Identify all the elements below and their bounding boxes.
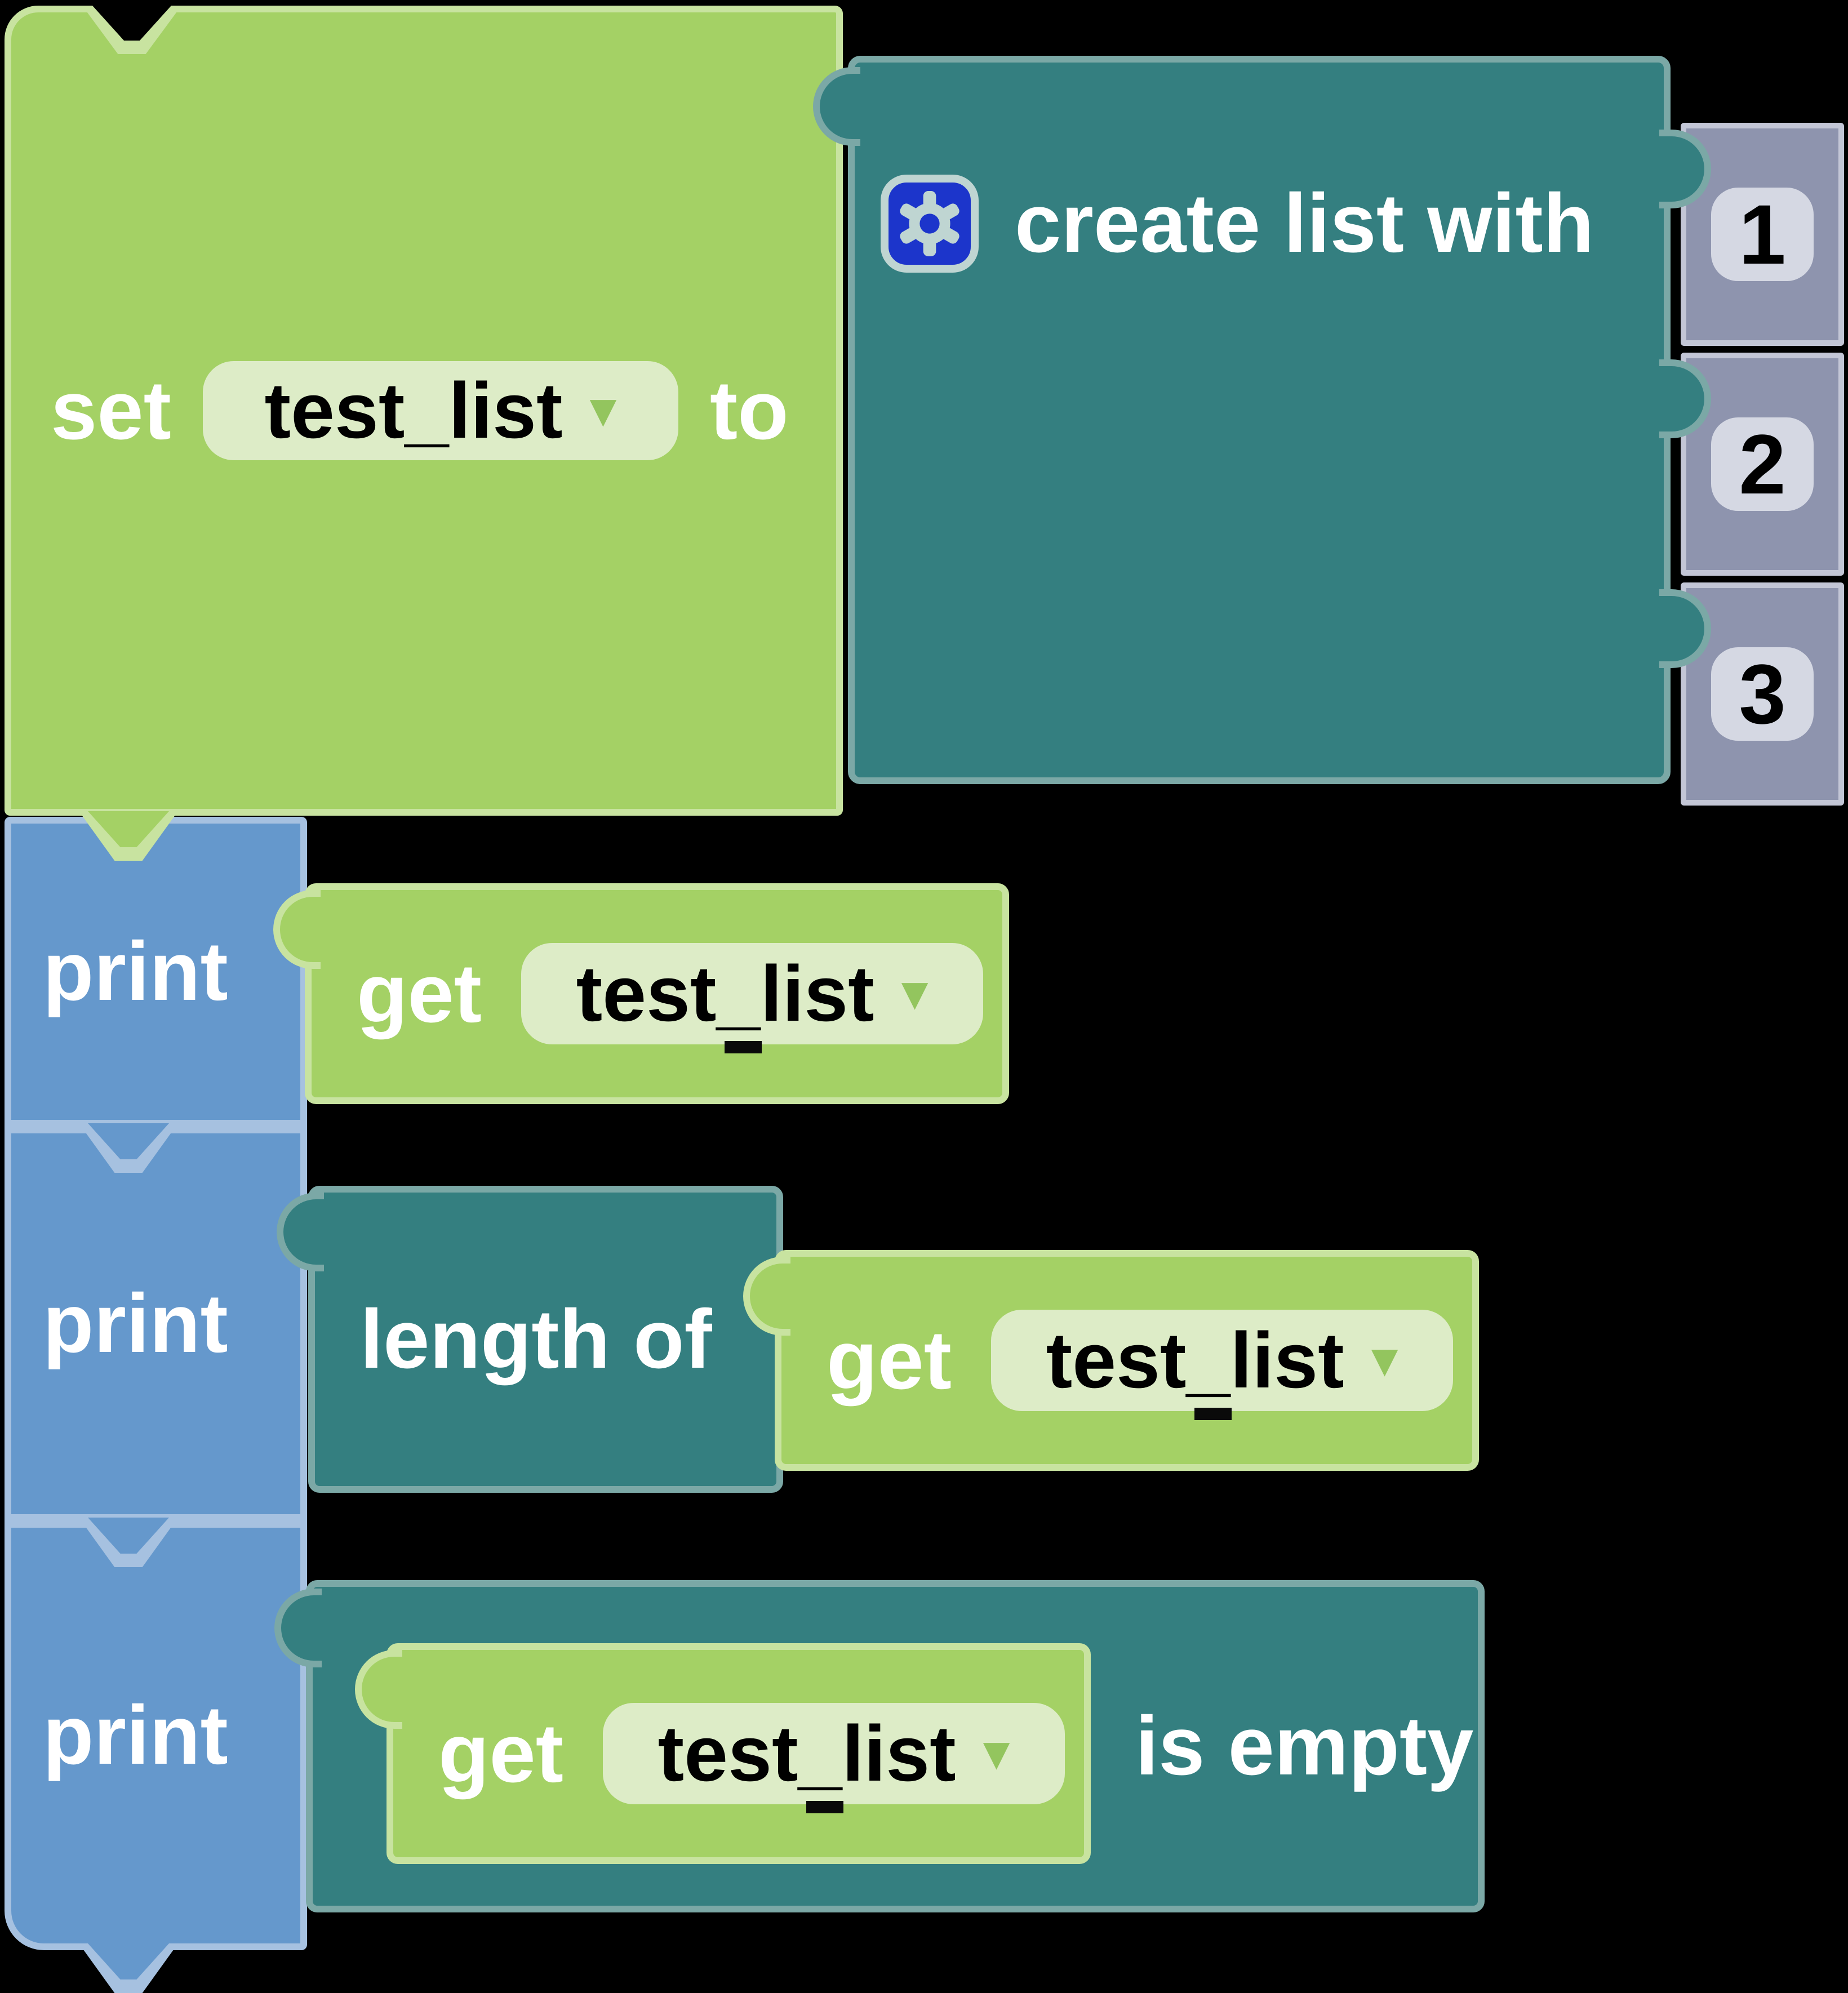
- variable-dropdown-field[interactable]: test_list ▼: [991, 1310, 1453, 1420]
- number-value: 2: [1739, 416, 1786, 511]
- print2-next-connector: [79, 1518, 178, 1567]
- create-list-with-block[interactable]: create list with: [848, 56, 1671, 784]
- number-field[interactable]: 2: [1711, 417, 1814, 511]
- variable-dropdown-field[interactable]: test_list ▼: [202, 361, 678, 460]
- number-field[interactable]: 1: [1711, 186, 1814, 282]
- print-label: print: [43, 1689, 228, 1782]
- get-variable-block-2[interactable]: get test_list ▼: [775, 1250, 1479, 1471]
- number-value: 3: [1739, 646, 1786, 741]
- previous-connector-notch: [82, 6, 181, 54]
- is-empty-label-wrap: is empty: [1135, 1587, 1473, 1906]
- print-label: print: [43, 925, 228, 1018]
- print-block-2[interactable]: print: [5, 1127, 307, 1521]
- get-label: get: [827, 1314, 952, 1407]
- get-label: get: [438, 1707, 563, 1800]
- set-label: set: [51, 364, 171, 457]
- dropdown-arrow-icon: ▼: [589, 390, 617, 431]
- number-block-3[interactable]: 3: [1681, 582, 1844, 806]
- print-block-3[interactable]: print: [5, 1521, 307, 1950]
- get-variable-block-1[interactable]: get test_list ▼: [305, 883, 1009, 1104]
- get-variable-block-3[interactable]: get test_list ▼: [387, 1643, 1091, 1864]
- number-field[interactable]: 3: [1711, 647, 1814, 741]
- print1-next-connector: [79, 1123, 178, 1173]
- variable-name: test_list: [1046, 1316, 1344, 1404]
- variable-name: test_list: [264, 366, 563, 455]
- set-variable-block[interactable]: set test_list ▼ to: [5, 6, 843, 816]
- variable-dropdown-field[interactable]: test_list ▼: [603, 1703, 1065, 1813]
- dropdown-arrow-icon: ▼: [901, 973, 929, 1014]
- mutator-gear-button[interactable]: [881, 175, 979, 273]
- text-underscore-artifact: [1194, 1408, 1232, 1420]
- create-list-header: create list with: [881, 167, 1594, 280]
- print-label: print: [43, 1277, 228, 1370]
- dropdown-arrow-icon: ▼: [983, 1733, 1010, 1774]
- number-block-1[interactable]: 1: [1681, 123, 1844, 346]
- number-value: 1: [1739, 186, 1786, 282]
- variable-name: test_list: [658, 1709, 956, 1798]
- length-of-block[interactable]: length of: [308, 1186, 783, 1493]
- print3-next-connector: [79, 1943, 178, 1993]
- length-of-label: length of: [360, 1292, 712, 1386]
- set-next-connector: [79, 811, 178, 861]
- variable-name: test_list: [576, 949, 874, 1038]
- to-label: to: [709, 364, 789, 457]
- print-block-1[interactable]: print: [5, 817, 307, 1127]
- text-underscore-artifact: [724, 1041, 762, 1053]
- gear-icon: [900, 191, 959, 256]
- create-list-label: create list with: [1015, 177, 1594, 270]
- dropdown-arrow-icon: ▼: [1371, 1340, 1398, 1381]
- variable-dropdown-field[interactable]: test_list ▼: [521, 943, 983, 1053]
- text-underscore-artifact: [806, 1801, 843, 1813]
- is-empty-label: is empty: [1135, 1700, 1474, 1792]
- get-label: get: [357, 947, 482, 1040]
